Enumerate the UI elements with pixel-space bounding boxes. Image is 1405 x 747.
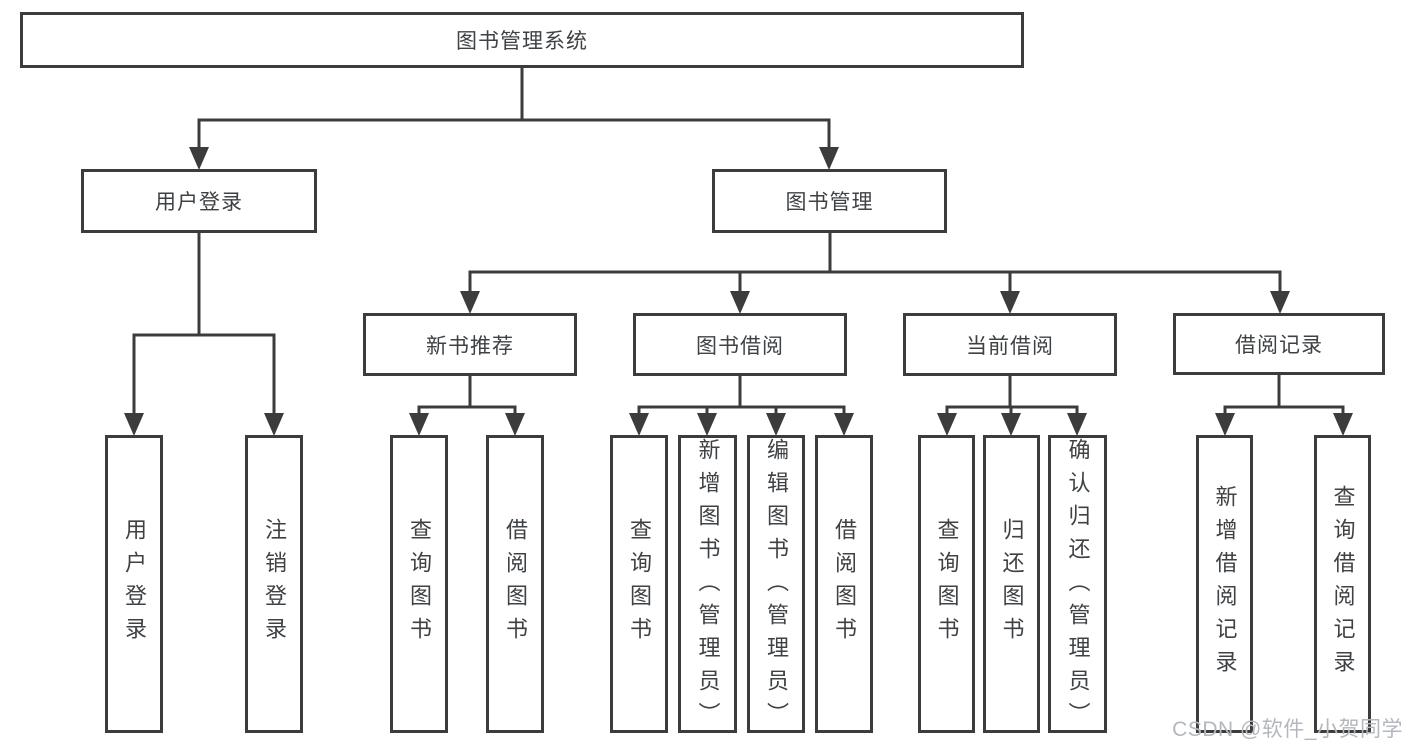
node-book-management: 图书管理: [712, 169, 947, 233]
leaf-user-login-label: 用户登录: [122, 518, 147, 650]
node-new-book-recommend-label: 新书推荐: [426, 334, 514, 358]
leaf-current-confirm-return-label: 确认归还（管理员）: [1065, 438, 1091, 735]
leaf-borrow-add-book-label: 新增图书（管理员）: [695, 438, 721, 735]
leaf-user-login: 用户登录: [105, 435, 163, 733]
leaf-record-query-label: 查询借阅记录: [1330, 485, 1356, 683]
leaf-current-return-book-label: 归还图书: [999, 518, 1025, 650]
leaf-borrow-edit-book: 编辑图书（管理员）: [747, 435, 805, 735]
arrowheads: [124, 147, 1353, 436]
node-current-borrow-label: 当前借阅: [966, 334, 1054, 358]
leaf-borrow-edit-book-label: 编辑图书（管理员）: [764, 438, 789, 735]
node-user-login-label: 用户登录: [155, 191, 243, 214]
leaf-logout: 注销登录: [245, 435, 303, 733]
node-root-label: 图书管理系统: [456, 30, 588, 53]
leaf-current-confirm-return: 确认归还（管理员）: [1048, 435, 1107, 735]
leaf-logout-label: 注销登录: [262, 518, 287, 650]
node-borrow-record-label: 借阅记录: [1235, 334, 1323, 357]
node-borrow-record: 借阅记录: [1173, 313, 1385, 375]
leaf-borrow-borrow-book-label: 借阅图书: [832, 518, 857, 650]
leaf-record-add: 新增借阅记录: [1196, 435, 1253, 733]
leaf-borrow-add-book: 新增图书（管理员）: [678, 435, 737, 735]
node-book-borrow: 图书借阅: [633, 313, 847, 376]
node-root: 图书管理系统: [20, 12, 1024, 68]
node-user-login: 用户登录: [81, 169, 317, 233]
leaf-recommend-query-book-label: 查询图书: [407, 518, 432, 650]
leaf-recommend-borrow-book: 借阅图书: [486, 435, 544, 733]
csdn-watermark: CSDN @软件_小贺同学: [1172, 718, 1403, 741]
leaf-borrow-borrow-book: 借阅图书: [815, 435, 873, 733]
leaf-current-query-book: 查询图书: [918, 435, 975, 733]
leaf-record-query: 查询借阅记录: [1314, 435, 1371, 733]
leaf-record-add-label: 新增借阅记录: [1212, 485, 1238, 683]
leaf-recommend-query-book: 查询图书: [390, 435, 448, 733]
leaf-current-return-book: 归还图书: [983, 435, 1040, 733]
leaf-borrow-query-book: 查询图书: [610, 435, 668, 733]
node-new-book-recommend: 新书推荐: [363, 313, 577, 376]
node-book-borrow-label: 图书借阅: [696, 334, 784, 358]
leaf-borrow-query-book-label: 查询图书: [627, 518, 652, 650]
node-book-management-label: 图书管理: [785, 191, 874, 214]
leaf-current-query-book-label: 查询图书: [934, 518, 960, 650]
node-current-borrow: 当前借阅: [903, 313, 1117, 376]
leaf-recommend-borrow-book-label: 借阅图书: [503, 518, 528, 650]
